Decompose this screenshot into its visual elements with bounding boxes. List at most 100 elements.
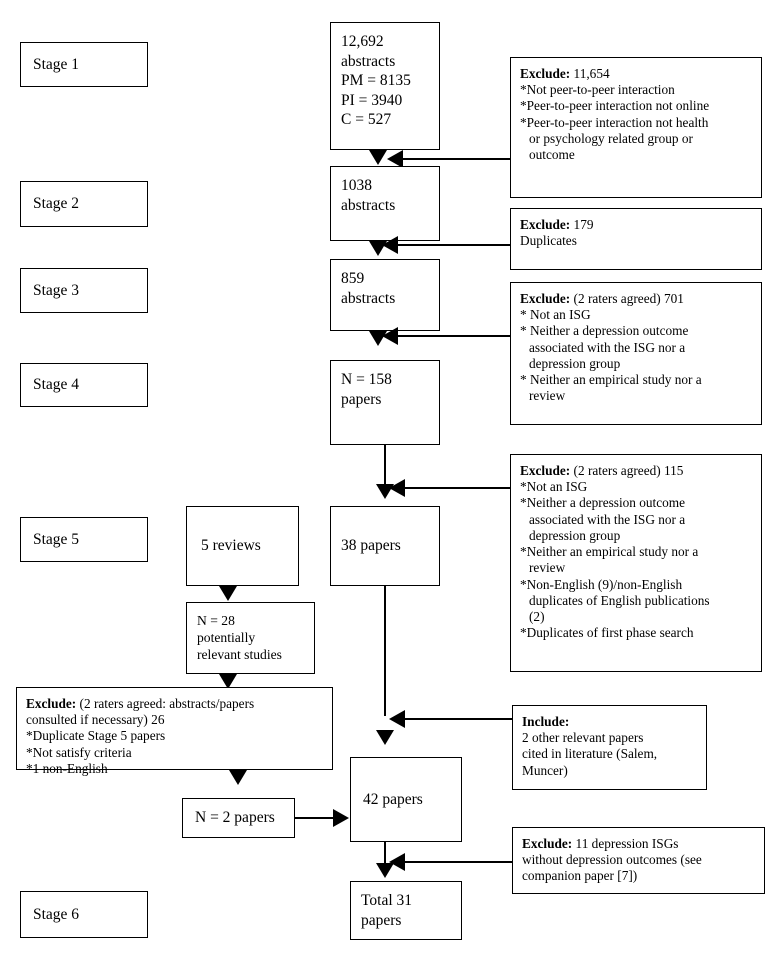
node-line: PM = 8135 [341,72,411,90]
note-heading: Include: [522,714,570,729]
connector-exclude-duplicates [398,244,510,246]
node-papers-42: 42 papers [350,757,462,842]
stage-label-box-6: Stage 6 [20,891,148,938]
stage-label-3: Stage 3 [33,281,80,299]
stage-label-box-1: Stage 1 [20,42,148,87]
note-heading-rest: (2 raters agreed) 115 [570,463,684,478]
note-heading-row: Exclude: (2 raters agreed: abstracts/pap… [26,696,323,712]
note-exclude-stage3: Exclude: (2 raters agreed) 701 * Not an … [510,282,762,425]
note-exclude-stage4: Exclude: (2 raters agreed) 115 *Not an I… [510,454,762,672]
connector-42-to-31 [384,842,386,864]
note-line: review [529,388,566,404]
note-heading-rest: 11,654 [570,66,610,81]
node-abstracts-859: 859 abstracts [330,259,440,331]
node-line: papers [341,390,382,408]
note-heading-row: Exclude: 179 [520,217,752,233]
note-heading-row: Exclude: 11,654 [520,66,752,82]
stage-label-4: Stage 4 [33,376,80,393]
connector-exclude-stage4 [405,487,510,489]
note-line: *Not peer-to-peer interaction [520,82,675,98]
arrow-left-exclude-stage1 [387,150,403,168]
node-papers-2: N = 2 papers [182,798,295,838]
stage-label-box-4: Stage 4 [20,363,148,407]
note-line: Duplicates [520,233,577,249]
node-line: C = 527 [341,111,392,129]
arrow-down-to-exclude-stage5 [219,674,237,689]
note-line: depression group [529,355,621,371]
node-abstracts-1038: 1038 abstracts [330,166,440,241]
note-line: *Not satisfy criteria [26,744,132,760]
stage-label-1: Stage 1 [33,55,80,73]
note-line: (2) [529,608,545,624]
note-line: review [529,560,566,576]
node-line: 1038 [341,177,372,194]
note-heading-row: Exclude: 11 depression ISGs [522,836,755,852]
note-line: *Neither a depression outcome [520,495,686,511]
node-reviews-5: 5 reviews [186,506,299,586]
stage-label-box-2: Stage 2 [20,181,148,227]
note-heading-row: Exclude: (2 raters agreed) 701 [520,291,752,307]
note-line: *Peer-to-peer interaction not health [520,114,709,130]
note-line: *Non-English (9)/non-English [520,576,683,592]
note-line: consulted if necessary) 26 [26,712,165,728]
node-papers-total-31: Total 31 papers [350,881,462,940]
node-line: 38 papers [341,537,401,555]
node-line: papers [361,911,402,929]
note-line: * Neither a depression outcome [520,323,689,339]
arrow-down-to-28 [219,586,237,601]
note-heading-row: Exclude: (2 raters agreed) 115 [520,463,752,479]
stage-label-box-3: Stage 3 [20,268,148,313]
node-line: relevant studies [197,647,282,663]
note-line: companion paper [7]) [522,868,638,884]
note-line: 2 other relevant papers [522,730,644,746]
connector-include-extra [405,718,512,720]
node-line: N = 2 papers [195,809,275,827]
node-papers-38: 38 papers [330,506,440,586]
note-heading-rest: (2 raters agreed: abstracts/papers [76,696,255,711]
note-line: *1 non-English [26,760,108,776]
note-line: without depression outcomes (see [522,852,702,868]
node-line: PI = 3940 [341,91,403,109]
connector-38-to-42 [384,586,386,716]
note-line: cited in literature (Salem, [522,746,658,762]
note-line: *Duplicate Stage 5 papers [26,728,166,744]
note-heading: Exclude: [522,836,573,851]
note-heading: Exclude: [520,291,571,306]
note-heading: Exclude: [26,696,77,711]
note-line: *Duplicates of first phase search [520,625,694,641]
stage-label-2: Stage 2 [33,195,80,212]
connector-158-to-38 [384,445,386,490]
note-exclude-duplicates: Exclude: 179 Duplicates [510,208,762,270]
node-line: abstracts [341,289,396,307]
note-line: outcome [529,147,575,163]
node-abstracts-initial: 12,692 abstracts PM = 8135 PI = 3940 C =… [330,22,440,150]
note-heading-rest: 179 [570,217,594,232]
stage-label-5: Stage 5 [33,530,80,548]
note-line: associated with the ISG nor a [529,511,686,527]
node-line: 859 [341,270,365,287]
arrow-down-to-42-papers [376,730,394,745]
node-line: abstracts [341,196,396,214]
node-studies-28: N = 28 potentially relevant studies [186,602,315,674]
note-line: *Peer-to-peer interaction not online [520,98,710,114]
note-exclude-stage1: Exclude: 11,654 *Not peer-to-peer intera… [510,57,762,198]
node-line: 12,692 [341,33,384,50]
arrow-left-exclude-stage4 [389,479,405,497]
node-line: Total 31 [361,892,413,909]
node-line: 5 reviews [201,537,261,555]
note-heading: Exclude: [520,217,571,232]
node-line: potentially [197,630,256,646]
stage-label-box-5: Stage 5 [20,517,148,562]
node-line: abstracts [341,52,396,70]
arrow-down-to-total-31 [376,863,394,878]
stage-label-6: Stage 6 [33,905,80,923]
note-line: *Neither an empirical study nor a [520,544,699,560]
note-heading-rest: (2 raters agreed) 701 [570,291,684,306]
note-line: or psychology related group or [529,130,693,146]
node-papers-158: N = 158 papers [330,360,440,445]
connector-2papers-to-42papers [295,817,334,819]
note-include-extra: Include: 2 other relevant papers cited i… [512,705,707,790]
node-line: 42 papers [363,790,423,808]
note-line: * Not an ISG [520,307,591,323]
